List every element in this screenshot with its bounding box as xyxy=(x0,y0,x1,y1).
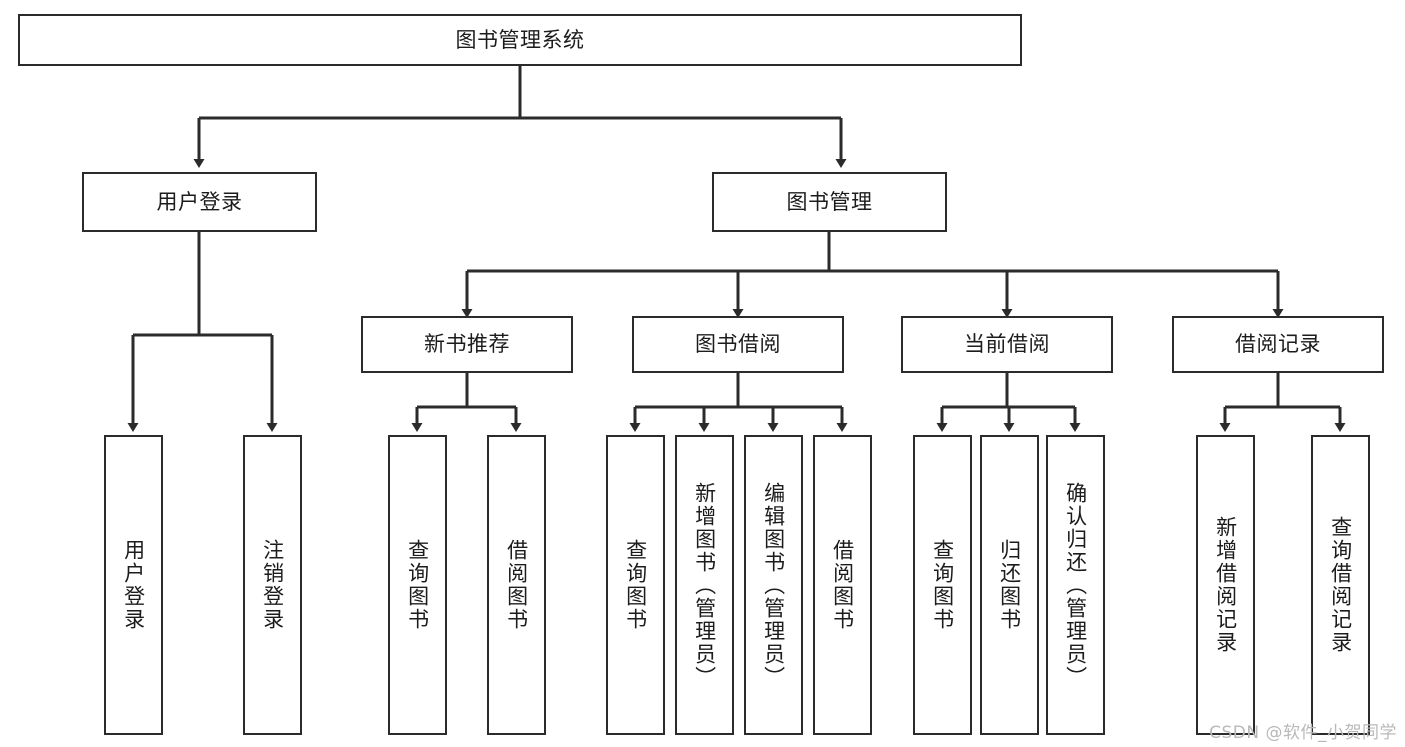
node-new-book-recommend-label: 新书推荐 xyxy=(424,332,510,357)
node-leaf-edit-book-label: 编辑图书（管理员） xyxy=(761,481,786,689)
csdn-watermark: CSDN @软件_小贺同学 xyxy=(1209,723,1397,743)
node-leaf-borrow-book-2[interactable]: 借阅图书 xyxy=(813,435,872,735)
node-leaf-query-book-3-label: 查询图书 xyxy=(930,539,955,631)
node-leaf-return-book[interactable]: 归还图书 xyxy=(980,435,1039,735)
node-leaf-logout-label: 注销登录 xyxy=(260,539,285,631)
node-leaf-query-book-3[interactable]: 查询图书 xyxy=(913,435,972,735)
node-root-label: 图书管理系统 xyxy=(455,27,585,52)
node-leaf-user-login[interactable]: 用户登录 xyxy=(104,435,163,735)
node-current-borrow[interactable]: 当前借阅 xyxy=(901,316,1113,373)
node-leaf-add-book-label: 新增图书（管理员） xyxy=(692,481,717,689)
node-leaf-logout[interactable]: 注销登录 xyxy=(243,435,302,735)
node-leaf-confirm-return-label: 确认归还（管理员） xyxy=(1063,481,1088,689)
node-leaf-user-login-label: 用户登录 xyxy=(121,539,146,631)
node-leaf-return-book-label: 归还图书 xyxy=(997,539,1022,631)
node-leaf-query-record-label: 查询借阅记录 xyxy=(1328,516,1353,654)
node-leaf-query-record[interactable]: 查询借阅记录 xyxy=(1311,435,1370,735)
node-user-login[interactable]: 用户登录 xyxy=(82,172,317,232)
node-leaf-confirm-return[interactable]: 确认归还（管理员） xyxy=(1046,435,1105,735)
node-leaf-query-book-1[interactable]: 查询图书 xyxy=(388,435,447,735)
node-book-borrow-label: 图书借阅 xyxy=(695,332,781,357)
node-new-book-recommend[interactable]: 新书推荐 xyxy=(361,316,573,373)
node-leaf-borrow-book-1-label: 借阅图书 xyxy=(504,539,529,631)
node-borrow-record[interactable]: 借阅记录 xyxy=(1172,316,1384,373)
node-leaf-add-book[interactable]: 新增图书（管理员） xyxy=(675,435,734,735)
node-leaf-query-book-2[interactable]: 查询图书 xyxy=(606,435,665,735)
node-leaf-query-book-2-label: 查询图书 xyxy=(623,539,648,631)
node-current-borrow-label: 当前借阅 xyxy=(964,332,1050,357)
node-leaf-add-record-label: 新增借阅记录 xyxy=(1213,516,1238,654)
node-leaf-query-book-1-label: 查询图书 xyxy=(405,539,430,631)
node-leaf-edit-book[interactable]: 编辑图书（管理员） xyxy=(744,435,803,735)
node-leaf-add-record[interactable]: 新增借阅记录 xyxy=(1196,435,1255,735)
node-borrow-record-label: 借阅记录 xyxy=(1235,332,1321,357)
node-root[interactable]: 图书管理系统 xyxy=(18,14,1022,66)
node-book-manage-label: 图书管理 xyxy=(786,189,873,214)
node-user-login-label: 用户登录 xyxy=(156,189,243,214)
node-leaf-borrow-book-1[interactable]: 借阅图书 xyxy=(487,435,546,735)
node-leaf-borrow-book-2-label: 借阅图书 xyxy=(830,539,855,631)
node-book-borrow[interactable]: 图书借阅 xyxy=(632,316,844,373)
node-book-manage[interactable]: 图书管理 xyxy=(712,172,947,232)
